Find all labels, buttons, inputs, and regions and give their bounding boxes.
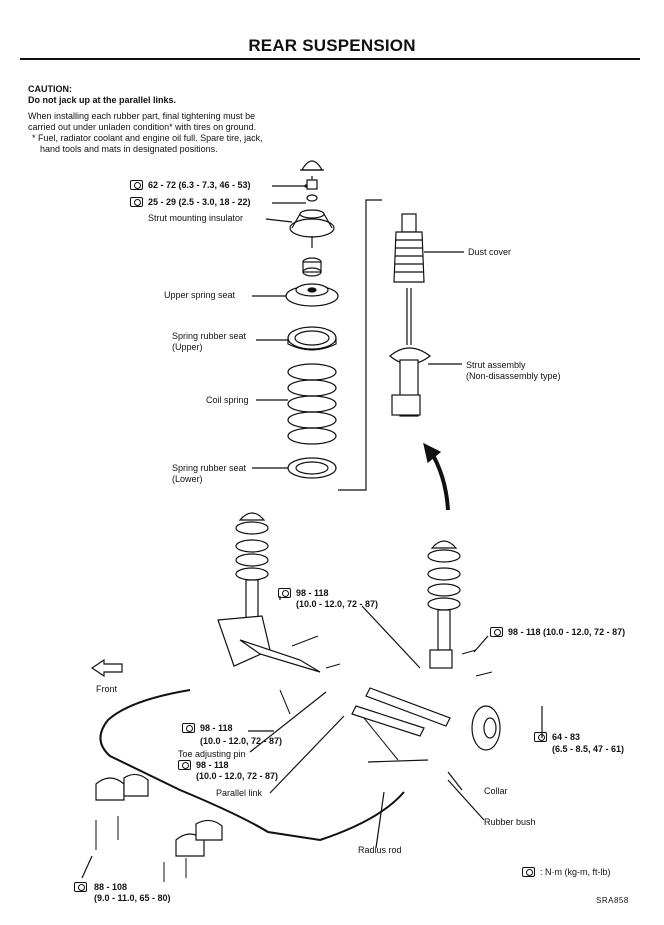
bolt-icon [279,635,493,761]
dust-cover-icon [393,213,425,283]
label-collar: Collar [484,786,508,796]
label-rubber-bush: Rubber bush [484,817,536,827]
torque-spec: 98 - 118 [196,760,229,770]
spring-rubber-seat-lower-icon [287,457,337,479]
caution-warning: Do not jack up at the parallel links. [28,95,177,105]
parallel-link-icon [239,639,451,737]
torque-spec: (6.5 - 8.5, 47 - 61) [552,744,625,754]
strut-mounting-insulator-icon [289,209,335,248]
torque-wrench-icon [278,588,291,598]
label-parallel-link: Parallel link [216,788,263,798]
stabilizer-bracket-icon [95,773,223,857]
assembled-strut-right-icon [427,540,461,669]
torque-wrench-icon [74,882,87,892]
caution-note: When installing each rubber part, final … [28,111,257,132]
label-strut-assembly: Strut assembly [466,360,526,370]
torque-wrench-icon [490,627,503,637]
label-toe-adjusting-pin: Toe adjusting pin [178,749,246,759]
caution-block: CAUTION: Do not jack up at the parallel … [28,84,268,155]
torque-spec: (10.0 - 12.0, 72 - 87) [196,771,279,781]
strut-assembly-icon [389,288,431,417]
caution-footnote: * Fuel, radiator coolant and engine oil … [32,133,263,154]
title-rule [20,58,640,60]
torque-wrench-icon [130,180,143,190]
torque-spec: 98 - 118 [200,723,233,733]
torque-spec: (10.0 - 12.0, 72 - 87) [200,736,283,746]
label-radius-rod: Radius rod [358,845,402,855]
torque-wrench-icon [130,197,143,207]
torque-spec: 64 - 83 [552,732,581,742]
radius-rod-icon [367,759,429,763]
torque-spec: (9.0 - 11.0, 65 - 80) [94,893,171,903]
figure-code: SRA858 [596,896,629,905]
wheel-hub-icon [471,705,501,751]
torque-spec: 25 - 29 (2.5 - 3.0, 18 - 22) [148,197,251,207]
page-title: REAR SUSPENSION [248,36,416,55]
caution-heading: CAUTION: [28,84,72,94]
torque-wrench-icon [522,867,535,877]
label-front: Front [96,684,118,694]
label-spring-rubber-seat-lower-sub: (Lower) [172,474,203,484]
arrow-up-icon [423,442,450,511]
torque-wrench-icon [182,723,195,733]
torque-wrench-icon [178,760,191,770]
spring-rubber-seat-upper-icon [287,326,337,351]
torque-spec: (10.0 - 12.0, 72 - 87) [296,599,379,609]
torque-spec: 98 - 118 (10.0 - 12.0, 72 - 87) [508,627,626,637]
dust-cap-icon [300,160,324,171]
label-strut-assembly-sub: (Non-disassembly type) [466,371,561,381]
coil-spring-icon [287,363,337,445]
upper-spring-seat-icon [285,283,339,307]
washer-icon [306,194,318,202]
label-upper-spring-seat: Upper spring seat [164,290,236,300]
label-coil-spring: Coil spring [206,395,249,405]
torque-spec: 98 - 118 [296,588,329,598]
label-dust-cover: Dust cover [468,247,512,257]
legend-units: : N·m (kg-m, ft-lb) [540,867,611,877]
bump-stopper-icon [302,257,322,277]
label-spring-rubber-seat-lower: Spring rubber seat [172,463,247,473]
bracket-bolt-icon [95,816,187,882]
label-strut-mounting-insulator: Strut mounting insulator [148,213,244,223]
torque-spec: 88 - 108 [94,882,128,892]
front-arrow-icon [90,658,123,678]
label-spring-rubber-seat-upper: Spring rubber seat [172,331,247,341]
lock-nut-icon [306,176,318,190]
torque-spec: 62 - 72 (6.3 - 7.3, 46 - 53) [148,180,251,190]
torque-wrench-icon [534,732,547,742]
stabilizer-bar-icon [99,689,405,842]
label-spring-rubber-seat-upper-sub: (Upper) [172,342,203,352]
